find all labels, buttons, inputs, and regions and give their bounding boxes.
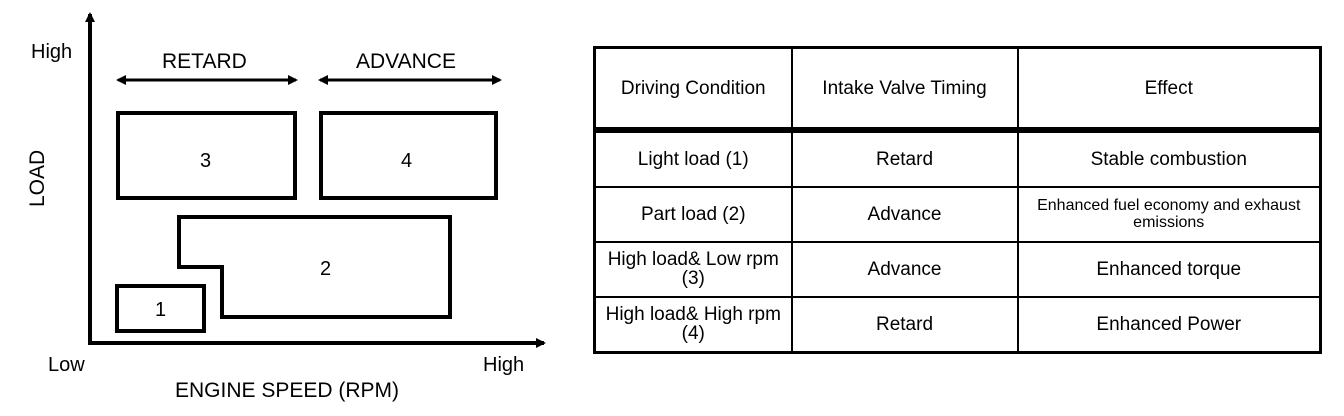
- effect-cell: Stable combustion: [1016, 128, 1322, 189]
- table-header-row: Driving Condition Intake Valve Timing Ef…: [593, 46, 1322, 133]
- region-4-box: [319, 111, 498, 200]
- region-3-box: [116, 111, 297, 200]
- condition-cell: High load& Low rpm (3): [593, 241, 793, 298]
- retard-label: RETARD: [162, 50, 247, 73]
- region-1-label: 1: [155, 299, 166, 321]
- effect-cell: Enhanced Power: [1016, 295, 1322, 354]
- effect-cell: Enhanced torque: [1016, 241, 1322, 298]
- timing-cell: Retard: [790, 295, 1019, 354]
- x-high-label: High: [483, 354, 524, 376]
- header-effect: Effect: [1016, 46, 1322, 133]
- timing-cell: Advance: [790, 241, 1019, 298]
- table-row: Part load (2) Advance Enhanced fuel econ…: [593, 186, 1322, 243]
- header-driving-condition: Driving Condition: [593, 46, 793, 133]
- advance-label: ADVANCE: [356, 50, 456, 73]
- table-row: High load& High rpm (4) Retard Enhanced …: [593, 295, 1322, 354]
- y-high-label: High: [31, 41, 72, 63]
- y-axis-title: LOAD: [26, 150, 49, 207]
- region-2-label: 2: [320, 258, 331, 280]
- condition-cell: Part load (2): [593, 186, 793, 243]
- condition-cell: Light load (1): [593, 128, 793, 189]
- effect-cell: Enhanced fuel economy and exhaust emissi…: [1016, 186, 1322, 243]
- header-intake-valve-timing: Intake Valve Timing: [790, 46, 1019, 133]
- region-3-label: 3: [200, 150, 211, 172]
- timing-table-container: Driving Condition Intake Valve Timing Ef…: [593, 46, 1322, 354]
- x-low-label: Low: [48, 354, 85, 376]
- timing-cell: Retard: [790, 128, 1019, 189]
- region-1-box: [115, 284, 206, 333]
- load-speed-diagram: High Low High ENGINE SPEED (RPM) LOAD RE…: [26, 12, 546, 402]
- condition-cell: High load& High rpm (4): [593, 295, 793, 354]
- region-4-label: 4: [401, 150, 412, 172]
- timing-cell: Advance: [790, 186, 1019, 243]
- region-2-box: [177, 215, 452, 319]
- x-axis-title: ENGINE SPEED (RPM): [175, 379, 399, 402]
- intake-valve-timing-table: Driving Condition Intake Valve Timing Ef…: [593, 46, 1322, 354]
- table-row: Light load (1) Retard Stable combustion: [593, 128, 1322, 189]
- table-row: High load& Low rpm (3) Advance Enhanced …: [593, 241, 1322, 298]
